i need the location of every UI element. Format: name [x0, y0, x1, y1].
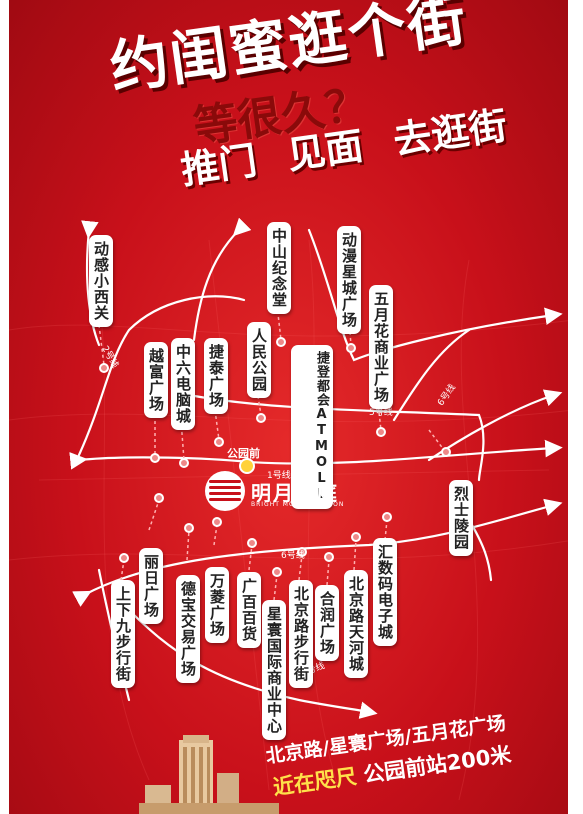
place-jiedeng: 捷登都会ATMOLL [291, 345, 333, 509]
place-debao: 德宝交易广场 [176, 575, 200, 683]
brand-logo: 明月豪庭 BRIGHT MOON MANSION [205, 471, 343, 511]
place-dongmanxingcheng: 动漫星城广场 [337, 226, 361, 334]
place-wuyuehua: 五月花商业广场 [369, 285, 393, 409]
place-herun: 合润广场 [315, 585, 339, 661]
logo-name: 明月豪庭 [251, 480, 339, 505]
place-xinghuan: 星寰国际商业中心 [262, 600, 286, 740]
place-yuefu: 越富广场 [144, 342, 168, 418]
park-front-marker [239, 458, 255, 474]
line5-label: 5号线 [369, 408, 393, 418]
place-jietai: 捷泰广场 [204, 338, 228, 414]
logo-mark-icon [205, 471, 245, 511]
place-beijinglu: 北京路步行街 [289, 580, 313, 688]
place-zhongshanjinian: 中山纪念堂 [267, 222, 291, 314]
place-lirii: 丽日广场 [139, 548, 163, 624]
place-renmin: 人民公园 [247, 322, 271, 398]
place-huishu: 汇数码电子城 [373, 538, 397, 646]
logo-subtitle: BRIGHT MOON MANSION [251, 501, 345, 508]
line6-lower-label: 6号线 [281, 551, 305, 561]
place-lieshi: 烈士陵园 [449, 480, 473, 556]
place-guangbai: 广百百货 [237, 572, 261, 648]
line1-label: 1号线 [267, 471, 291, 481]
place-wanling: 万菱广场 [205, 567, 229, 643]
place-tianhe: 北京路天河城 [344, 570, 368, 678]
station-park-front: 公园前 [227, 447, 260, 460]
place-dongganxiaoxiguan: 动感小西关 [89, 235, 113, 327]
place-shangxiajiu: 上下九步行街 [111, 580, 135, 688]
building-icon [139, 735, 279, 814]
place-zhongliu: 中六电脑城 [171, 338, 195, 430]
poster: 约闺蜜逛个街 等很久？ 推门 见面 去逛街 [9, 0, 574, 814]
